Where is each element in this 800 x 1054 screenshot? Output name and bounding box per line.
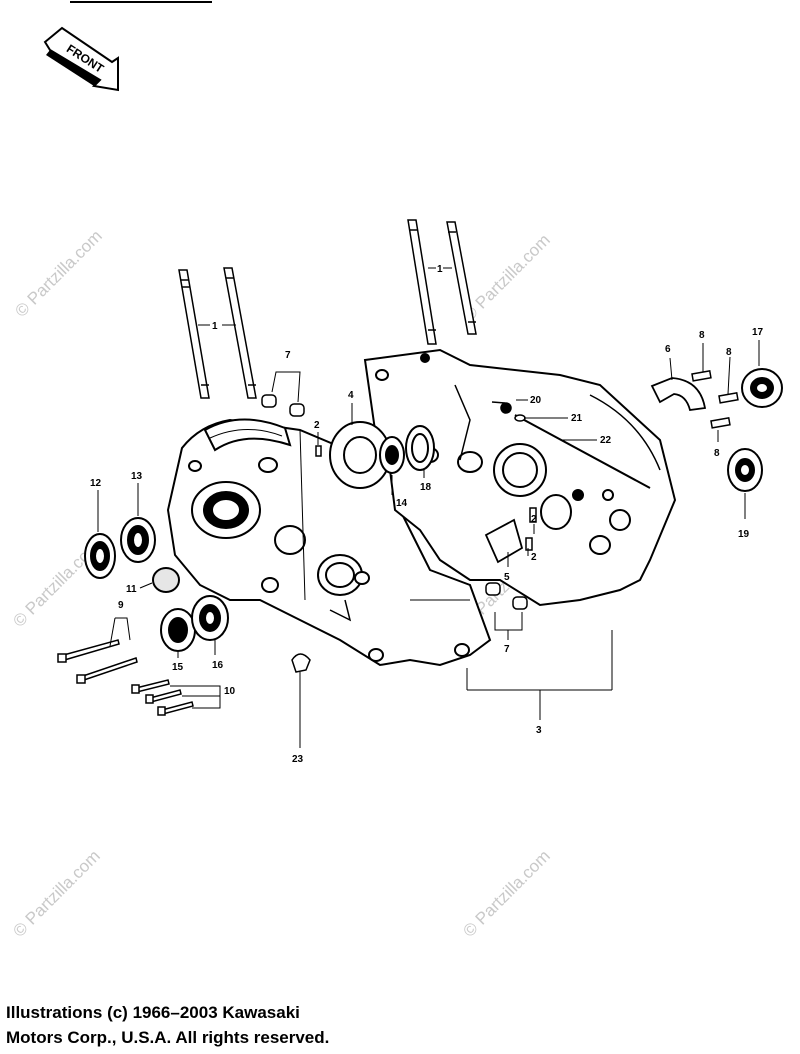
copyright-line-2: Motors Corp., U.S.A. All rights reserved… [6,1028,330,1047]
callout-8: 8 [699,330,705,341]
main-bearings [379,425,435,474]
callout-19: 19 [738,529,750,540]
callout-15: 15 [172,662,184,673]
bracket-plate [650,377,707,411]
watermark: © Partzilla.com [9,846,103,940]
callout-23: 23 [292,754,304,765]
callout-3: 3 [536,725,542,736]
small-screws [315,445,537,551]
oil-seals-bottom [160,595,229,652]
callout-10: 10 [224,686,236,697]
callout-7: 7 [504,644,510,655]
callout-7: 7 [285,350,291,361]
callout-12: 12 [90,478,102,489]
oil-seals-left [84,517,156,579]
callout-17: 17 [752,327,764,338]
callout-8: 8 [726,347,732,358]
bearing-housing-plate [329,421,391,489]
watermark: © Partzilla.com [459,230,553,324]
callout-14: 14 [396,498,408,509]
stud-bolts-left [178,267,257,399]
shift-shaft-parts [491,401,651,489]
callout-9: 9 [118,600,124,611]
callout-1: 1 [437,264,443,275]
callout-1: 1 [212,321,218,332]
callout-5: 5 [504,572,510,583]
front-arrow: FRONT [43,26,119,92]
blind-cap [152,567,180,593]
right-crankcase-half [363,348,677,607]
stud-bolts-right [407,219,477,345]
callout-2: 2 [531,552,537,563]
callout-8: 8 [714,448,720,459]
oil-seals-right [727,368,783,492]
callout-2: 2 [531,514,537,525]
callout-4: 4 [348,390,354,401]
watermark: © Partzilla.com [11,226,105,320]
crankcase-bolts [57,639,194,716]
copyright-notice: Illustrations (c) 1966–2003 Kawasaki Mot… [6,1000,786,1050]
stopper-plate [484,518,524,564]
callout-21: 21 [571,413,583,424]
left-crankcase-half [166,418,492,667]
callout-18: 18 [420,482,432,493]
callout-6: 6 [665,344,671,355]
dowel-pins [261,394,528,610]
callout-13: 13 [131,471,143,482]
callout-2: 2 [314,420,320,431]
callout-20: 20 [530,395,542,406]
copyright-line-1: Illustrations (c) 1966–2003 Kawasaki [6,1003,300,1022]
callout-16: 16 [212,660,224,671]
watermark: © Partzilla.com [459,846,553,940]
wire-clamp [291,653,311,673]
callout-22: 22 [600,435,612,446]
leader-lines [97,267,760,748]
callout-labels: 1 1 7 2 4 14 18 20 21 22 6 8 8 8 17 19 2… [90,264,764,765]
hex-bolts [691,370,739,429]
callout-11: 11 [126,584,137,595]
